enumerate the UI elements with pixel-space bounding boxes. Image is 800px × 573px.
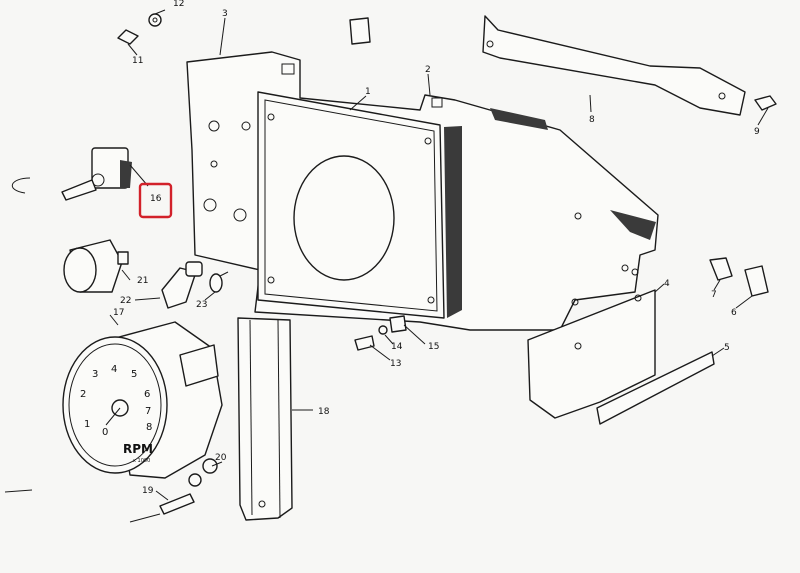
part-4-lower-bracket — [527, 289, 656, 419]
highlight-box-16 — [138, 182, 173, 219]
label-8: 8 — [589, 115, 595, 125]
label-9: 9 — [754, 127, 760, 137]
part-23-lamp — [209, 271, 229, 293]
label-21: 21 — [137, 276, 148, 286]
label-12: 12 — [173, 0, 184, 9]
gauge-tick-5: 5 — [131, 369, 137, 380]
label-7: 7 — [711, 290, 717, 300]
part-22-knob — [161, 261, 203, 309]
part-18-channel — [237, 317, 293, 521]
gauge-tick-1: 1 — [84, 419, 90, 430]
part-16-switch — [61, 147, 149, 201]
part-5-strip — [596, 351, 715, 425]
gauge-zero: 0 — [102, 427, 108, 438]
part-1-front-plate — [257, 91, 462, 319]
part-8-strap — [482, 15, 746, 116]
gauge-tick-2: 2 — [80, 389, 86, 400]
label-19: 19 — [142, 486, 154, 496]
label-4: 4 — [664, 279, 670, 289]
hardware — [117, 13, 777, 515]
gauge-tick-7: 7 — [145, 406, 151, 417]
scan-mark-3 — [129, 513, 161, 523]
label-18: 18 — [318, 407, 330, 417]
label-6: 6 — [731, 308, 737, 318]
label-2: 2 — [425, 65, 431, 75]
label-5: 5 — [724, 343, 730, 353]
part-21-buzzer — [63, 239, 129, 293]
label-20: 20 — [215, 453, 227, 463]
leader-lines — [109, 9, 769, 501]
gauge-tick-8: 8 — [146, 422, 152, 433]
label-15: 15 — [428, 342, 439, 352]
label-13: 13 — [390, 359, 401, 369]
label-17: 17 — [113, 308, 124, 318]
label-1: 1 — [365, 87, 371, 97]
label-16: 16 — [150, 194, 162, 204]
label-11: 11 — [132, 56, 143, 66]
label-3: 3 — [222, 9, 228, 19]
gauge-label: RPM — [123, 442, 153, 456]
label-14: 14 — [391, 342, 403, 352]
label-22: 22 — [120, 296, 131, 306]
gauge-tick-3: 3 — [92, 369, 98, 380]
gauge-sub-label: x 1000 — [133, 458, 150, 464]
part-17-tachometer: RPM x 1000 0 1 2 3 4 5 6 7 8 — [62, 321, 223, 479]
gauge-tick-6: 6 — [144, 389, 150, 400]
label-23: 23 — [196, 300, 207, 310]
scan-mark-2 — [4, 489, 33, 493]
scan-mark — [12, 177, 31, 194]
part-labels: 12 3 11 1 2 8 9 16 21 22 23 17 18 14 15 … — [113, 0, 760, 496]
gauge-tick-4: 4 — [111, 364, 117, 375]
